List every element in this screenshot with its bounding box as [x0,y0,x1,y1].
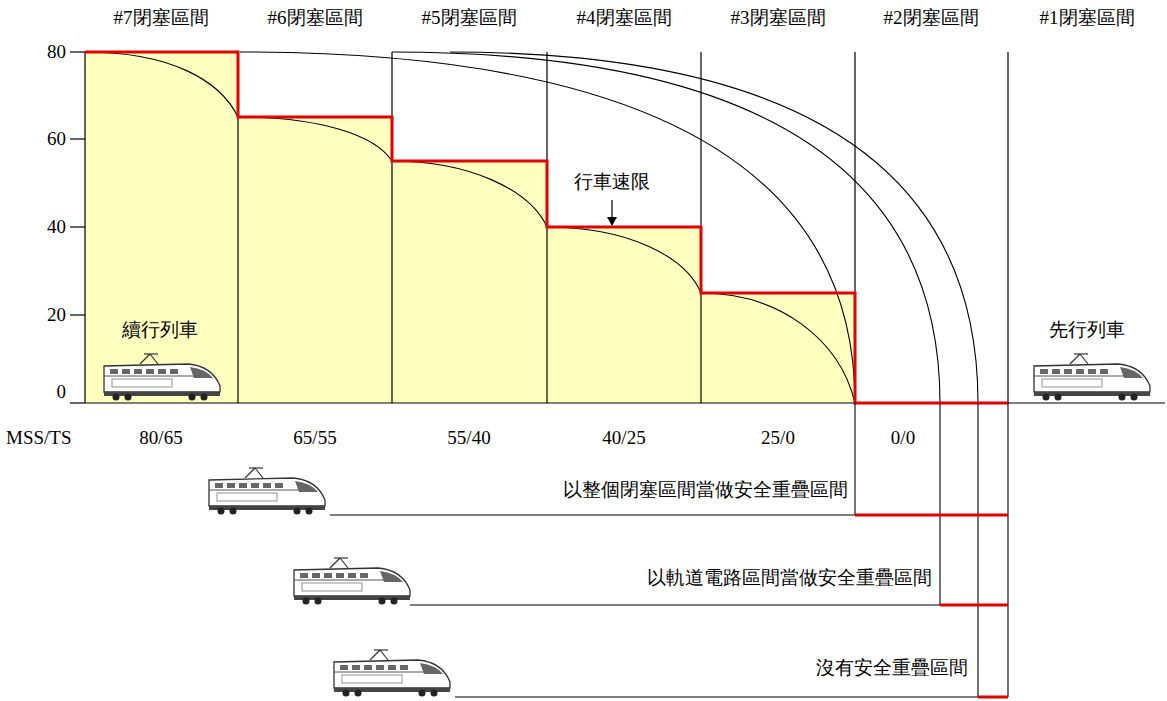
block-header: #3閉塞區間 [731,7,826,29]
speed-code: 25/0 [761,427,795,449]
axis-value: 40 [47,216,66,238]
block-header: #5閉塞區間 [422,7,517,29]
speed-area [85,52,855,403]
grid [70,52,1165,403]
axis-value: 0 [57,381,67,403]
axis-title: MSS/TS [6,427,71,449]
speed-limit-label: 行車速限 [572,171,652,193]
train-icon [294,558,410,605]
speed-code: 55/40 [447,427,490,449]
overlap-label: 沒有安全重疊區間 [816,657,968,679]
braking-curve [85,52,978,403]
axis-value: 20 [47,304,66,326]
train-icon [334,650,450,697]
overlap-label: 以軌道電路區間當做安全重疊區間 [647,567,932,589]
axis-value: 80 [47,41,66,63]
train-icon [1034,354,1150,401]
speed-code: 80/65 [139,427,182,449]
train-icon [209,468,325,515]
train-label: 先行列車 [1049,319,1125,341]
block-header: #2閉塞區間 [884,7,979,29]
speed-limit-line [85,52,1008,403]
speed-code: 40/25 [602,427,645,449]
overlap-lines [330,403,1008,697]
speed-code: 0/0 [889,427,917,449]
overlap-label: 以整個閉塞區間當做安全重疊區間 [563,479,848,501]
train-label: 續行列車 [120,319,200,341]
train-icon [104,354,220,401]
block-header: #4閉塞區間 [577,7,672,29]
speed-code: 65/55 [293,427,336,449]
block-header: #6閉塞區間 [268,7,363,29]
arrow-head [607,217,617,226]
axis-value: 60 [47,128,66,150]
block-header: #7閉塞區間 [114,7,209,29]
block-header: #1閉塞區間 [1040,7,1135,29]
